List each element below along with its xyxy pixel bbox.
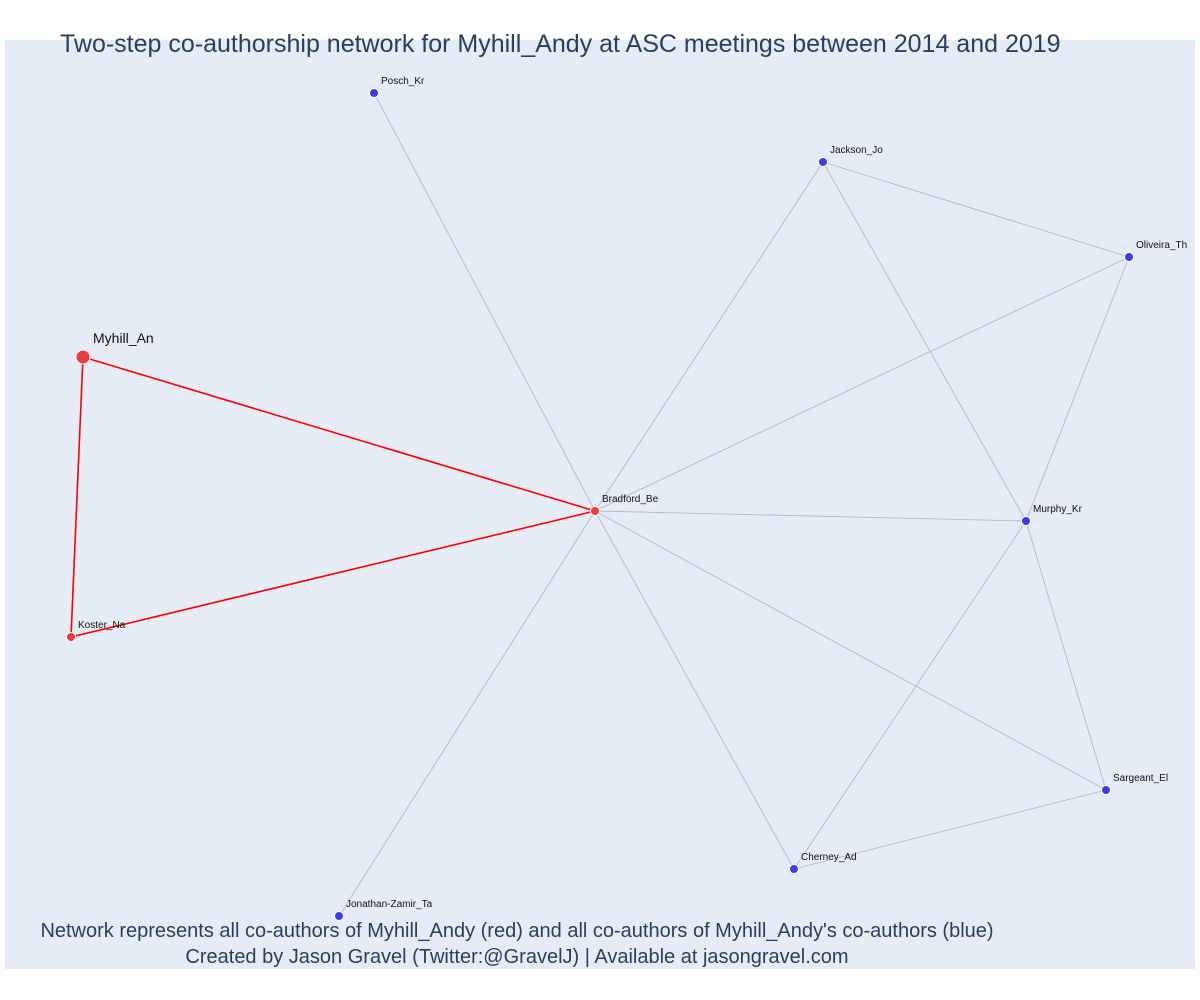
edge-Sargeant_El-Cherney_Ad [793, 789, 1107, 870]
node-label-Myhill_An: Myhill_An [93, 330, 154, 346]
edge-Oliveira_Th-Murphy_Kr [1025, 256, 1130, 522]
edge-Murphy_Kr-Cherney_Ad [793, 520, 1027, 870]
node-marker-Murphy_Kr[interactable] [1021, 516, 1031, 526]
caption-line-1: Network represents all co-authors of Myh… [40, 920, 994, 942]
node-label-Cherney_Ad: Cherney_Ad [801, 852, 857, 863]
node-marker-Posch_Kr[interactable] [369, 88, 379, 98]
chart-title: Two-step co-authorship network for Myhil… [60, 30, 1061, 58]
node-Jackson_Jo[interactable]: Jackson_Jo [818, 145, 884, 167]
chart-caption: Network represents all co-authors of Myh… [12, 918, 1022, 970]
node-marker-Jackson_Jo[interactable] [818, 157, 828, 167]
node-label-Murphy_Kr: Murphy_Kr [1033, 504, 1083, 515]
caption-line-2: Created by Jason Gravel (Twitter:@Gravel… [185, 946, 849, 968]
node-label-Koster_Na: Koster_Na [78, 620, 126, 631]
edge-Bradford_Be-Cherney_Ad [594, 510, 795, 870]
node-Posch_Kr[interactable]: Posch_Kr [369, 76, 426, 98]
edge-Bradford_Be-Murphy_Kr [594, 510, 1027, 522]
node-marker-Oliveira_Th[interactable] [1124, 252, 1134, 262]
edge-Koster_Na-Bradford_Be [70, 510, 596, 638]
node-label-Jackson_Jo: Jackson_Jo [830, 145, 883, 156]
edge-Bradford_Be-Oliveira_Th [594, 256, 1130, 512]
node-Cherney_Ad[interactable]: Cherney_Ad [789, 852, 857, 874]
plot-background [5, 40, 1195, 969]
node-Oliveira_Th[interactable]: Oliveira_Th [1124, 240, 1188, 262]
edge-Jackson_Jo-Oliveira_Th [822, 161, 1130, 258]
node-marker-Sargeant_El[interactable] [1101, 785, 1111, 795]
node-Murphy_Kr[interactable]: Murphy_Kr [1021, 504, 1083, 526]
edges-layer [70, 92, 1130, 917]
edge-Myhill_An-Bradford_Be [82, 356, 596, 512]
node-marker-Myhill_An[interactable] [75, 349, 91, 365]
node-marker-Cherney_Ad[interactable] [789, 864, 799, 874]
node-label-Oliveira_Th: Oliveira_Th [1136, 240, 1187, 251]
node-Sargeant_El[interactable]: Sargeant_El [1101, 773, 1169, 795]
edge-Bradford_Be-Jackson_Jo [594, 161, 824, 512]
edge-Bradford_Be-Jonathan-Zamir_Ta [338, 510, 596, 917]
node-label-Jonathan-Zamir_Ta: Jonathan-Zamir_Ta [346, 899, 433, 910]
node-Jonathan-Zamir_Ta[interactable]: Jonathan-Zamir_Ta [334, 899, 433, 921]
node-marker-Bradford_Be[interactable] [590, 506, 600, 516]
node-label-Sargeant_El: Sargeant_El [1113, 773, 1168, 784]
node-marker-Koster_Na[interactable] [66, 632, 76, 642]
node-Koster_Na[interactable]: Koster_Na [66, 620, 126, 642]
node-Bradford_Be[interactable]: Bradford_Be [590, 494, 659, 516]
edge-Myhill_An-Koster_Na [70, 356, 84, 638]
edge-Jackson_Jo-Murphy_Kr [822, 161, 1027, 522]
edge-Bradford_Be-Posch_Kr [373, 92, 596, 512]
node-label-Posch_Kr: Posch_Kr [381, 76, 425, 87]
node-Myhill_An[interactable]: Myhill_An [75, 330, 154, 365]
node-label-Bradford_Be: Bradford_Be [602, 494, 659, 505]
node-marker-Jonathan-Zamir_Ta[interactable] [334, 911, 344, 921]
edge-Bradford_Be-Sargeant_El [594, 510, 1107, 791]
edge-Murphy_Kr-Sargeant_El [1025, 520, 1107, 791]
